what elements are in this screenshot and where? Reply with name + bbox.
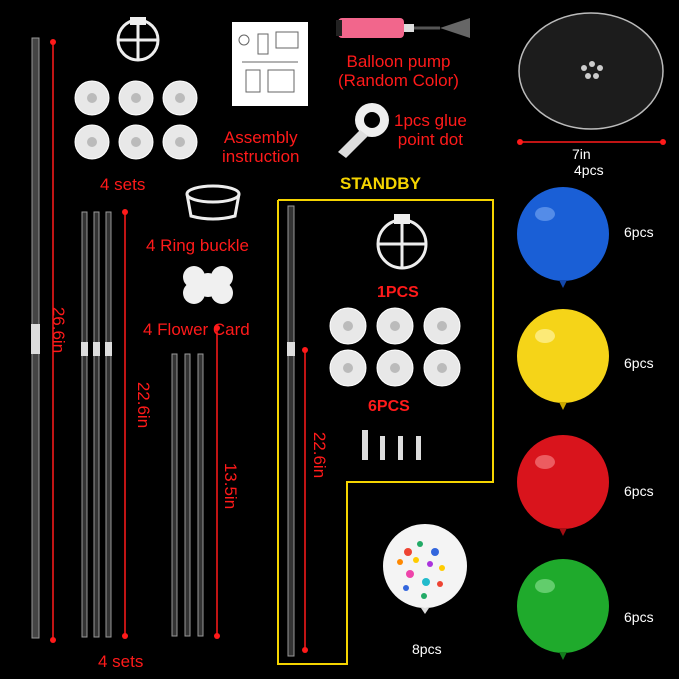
six-pcs-label: 6PCS (368, 398, 410, 415)
flower-card-label: 4 Flower Card (143, 320, 250, 339)
instruction-sheet (232, 22, 308, 106)
assembly-label: Assembly instruction (222, 128, 300, 166)
top-cups (74, 80, 198, 160)
glue-dots (338, 103, 389, 158)
pump-label: Balloon pump (Random Color) (338, 52, 459, 90)
flower-card (183, 266, 233, 304)
red-count-label: 6pcs (624, 483, 654, 499)
blue-count-label: 6pcs (624, 224, 654, 240)
glue-label: 1pcs glue point dot (394, 111, 467, 149)
yellow-balloon (517, 309, 609, 410)
confetti-balloon (383, 524, 467, 614)
green-balloon (517, 559, 609, 660)
standby-ring-holder (376, 214, 428, 270)
standby-label: STANDBY (340, 174, 421, 193)
base-count-label: 4pcs (574, 162, 604, 178)
yellow-count-label: 6pcs (624, 355, 654, 371)
standby-connectors (362, 430, 421, 460)
sets-top-label: 4 sets (100, 175, 146, 194)
ring-buckle (185, 184, 241, 221)
pole-standby-label: 22.6in (310, 431, 330, 479)
pole-long-label: 26.6in (49, 306, 69, 354)
red-balloon (517, 435, 609, 536)
blue-balloon (517, 187, 609, 288)
top-ring-holder (116, 17, 160, 62)
balloon-pump (336, 18, 470, 38)
base-disc (518, 12, 664, 130)
pole-mid-label: 22.6in (134, 381, 154, 429)
confetti-count-label: 8pcs (412, 641, 442, 657)
sets-bottom-label: 4 sets (98, 652, 144, 671)
base-size-label: 7in (572, 146, 591, 162)
ring-buckle-label: 4 Ring buckle (146, 236, 250, 255)
one-pcs-label: 1PCS (377, 284, 419, 301)
pole-short-label: 13.5in (221, 462, 241, 510)
green-count-label: 6pcs (624, 609, 654, 625)
standby-cups (329, 307, 461, 387)
